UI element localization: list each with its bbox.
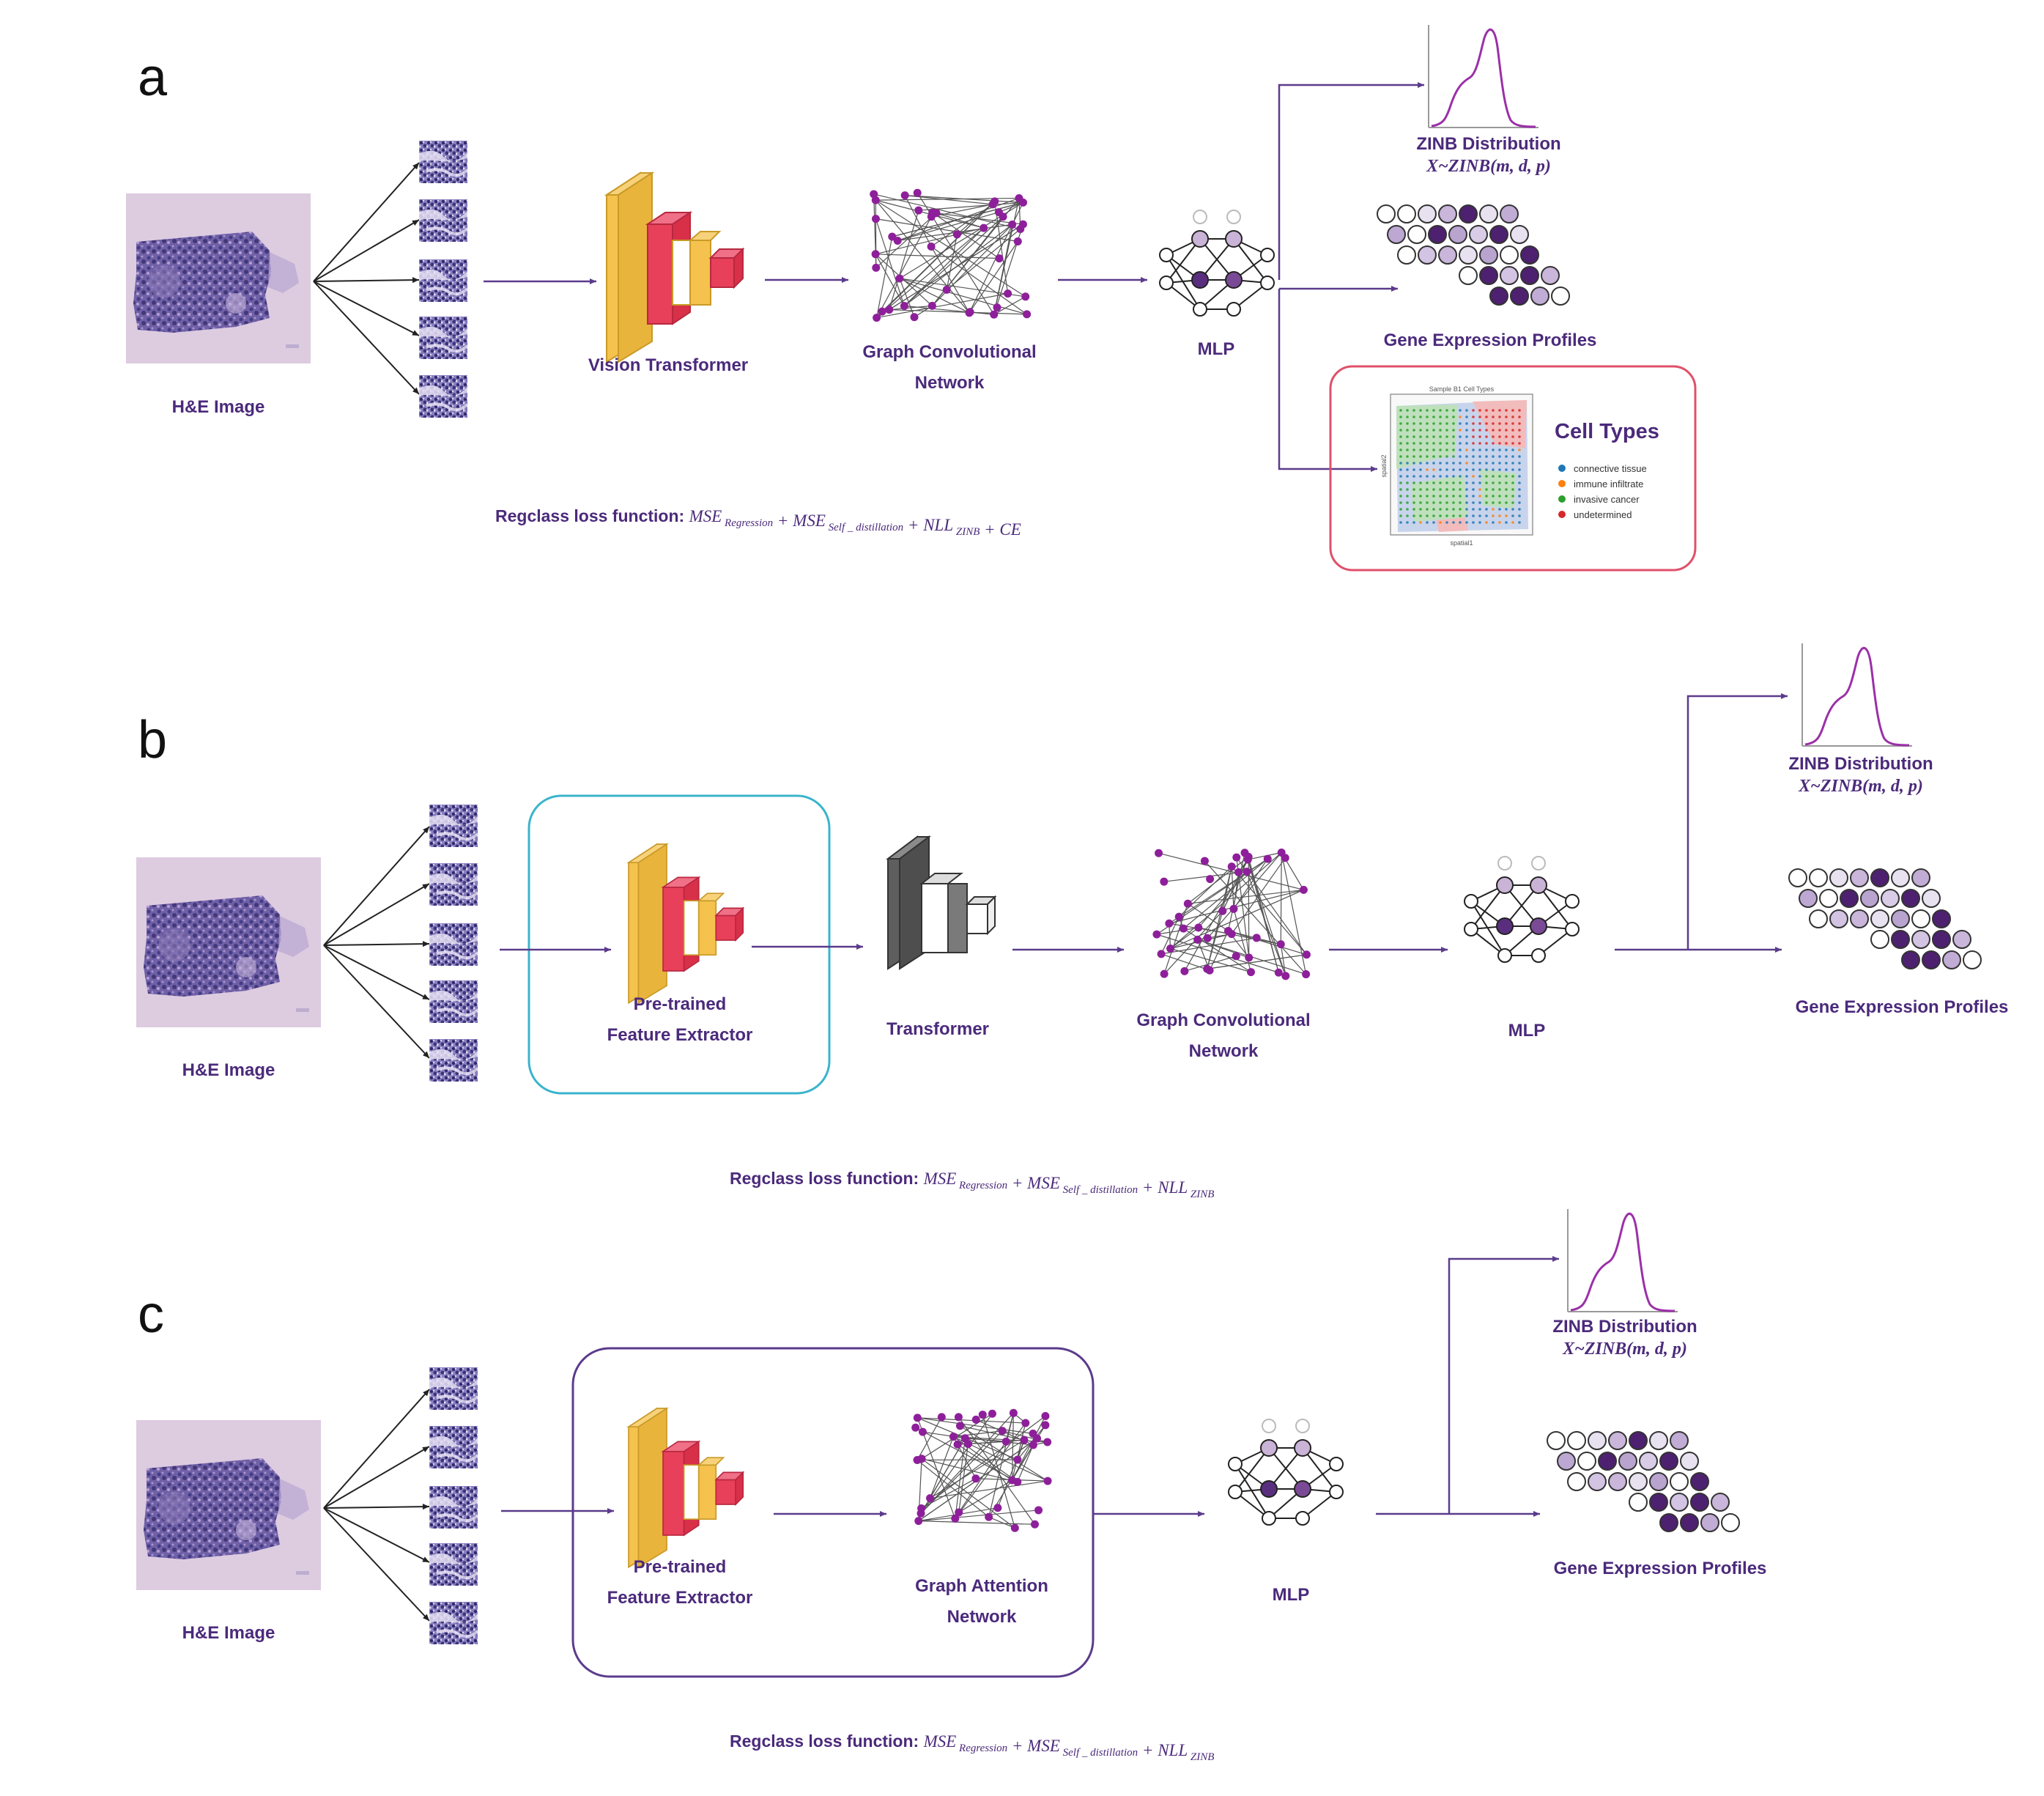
panel-a: a H&E Image Vision Transformer Graph Con… [126,23,1697,572]
cell-types-title: Cell Types [1555,420,1659,443]
zinb-title-b: ZINB Distribution [1788,754,1933,774]
panel-letter-b: b [138,711,167,769]
gcn-label-b-2: Network [1189,1041,1259,1061]
mlp-icon-b [1464,856,1580,963]
legend-label: connective tissue [1574,463,1647,474]
gene-grid-c [1547,1431,1740,1532]
feature-extractor-icon-b [628,843,744,1004]
panel-letter-a: a [138,48,168,107]
panel-b: b H&E Image Pre-trained Feature Extracto… [136,642,2009,1200]
vit-block-icon [606,172,744,363]
patches-b [428,803,479,1083]
he-label-b: H&E Image [182,1060,275,1080]
zinb-formula-b: X~ZINB(m, d, p) [1798,777,1923,796]
cell-types-box [1329,365,1697,572]
fe-label-b-1: Pre-trained [634,994,727,1014]
loss-function-c: Regclass loss function: MSE Regression +… [730,1732,1214,1763]
legend-item-undetermined: undetermined [1558,509,1632,520]
he-label-a: H&E Image [172,397,265,417]
gene-label-c: Gene Expression Profiles [1554,1559,1767,1578]
cell-types-map: Sample B1 Cell Types spatial1 spatial2 [1380,385,1533,547]
he-image-a [126,193,311,363]
cell-types-xlabel: spatial1 [1450,539,1473,547]
graph-nodes [870,188,1032,322]
gene-grid-a [1377,204,1570,306]
legend-item-immune: immune infiltrate [1558,478,1643,489]
graph-nodes [1152,849,1311,980]
patch-fan-b [323,826,430,1059]
transformer-icon-b [887,836,996,969]
he-label-c: H&E Image [182,1623,275,1643]
fe-label-c-1: Pre-trained [634,1557,727,1577]
vit-label: Vision Transformer [588,355,748,375]
output-branches-a [1278,82,1424,472]
panel-letter-c: c [138,1285,164,1344]
zinb-curve-b [1801,642,1914,747]
panel-c: c H&E Image Pre-trained Feature Extracto… [136,1208,1767,1763]
graph-edges [915,1412,1048,1529]
fe-label-c-2: Feature Extractor [607,1588,753,1608]
mlp-label-a: MLP [1198,339,1235,359]
gcn-label-b-1: Graph Convolutional [1136,1010,1310,1030]
gat-label-c-1: Graph Attention [915,1576,1048,1596]
legend-dot [1558,465,1566,472]
graph-edges [873,192,1027,319]
gene-label-b: Gene Expression Profiles [1796,997,2009,1017]
legend-item-invasive: invasive cancer [1558,494,1640,505]
cell-types-legend: connective tissue immune infiltrate inva… [1558,463,1647,520]
zinb-formula-a: X~ZINB(m, d, p) [1426,157,1551,176]
gcn-label-a-2: Network [915,373,985,393]
legend-dot [1558,480,1566,487]
he-image-c [136,1420,321,1590]
feature-extractor-icon-c [628,1408,744,1568]
mlp-label-c: MLP [1273,1585,1310,1605]
gene-grid-b [1788,868,1982,969]
mlp-icon-c [1228,1419,1344,1526]
fe-label-b-2: Feature Extractor [607,1025,753,1045]
patch-fan-a [313,162,420,395]
zinb-curve-c [1566,1208,1679,1313]
gene-label-a: Gene Expression Profiles [1384,330,1597,350]
legend-item-connective: connective tissue [1558,463,1647,474]
gat-label-c-2: Network [947,1607,1017,1627]
zinb-title-c: ZINB Distribution [1552,1317,1697,1337]
output-branches-c [1376,1256,1559,1517]
encoder-box-c [571,1347,1095,1678]
output-branches-b [1615,693,1788,953]
mlp-label-b: MLP [1508,1021,1546,1041]
loss-formula: Regclass loss function: MSE Regression +… [730,1169,1214,1200]
legend-dot [1558,495,1566,503]
patches-c [428,1366,479,1646]
feature-extractor-box-b [527,794,831,1095]
transformer-label-b: Transformer [886,1019,989,1039]
legend-label: immune infiltrate [1574,478,1643,489]
patches-a [418,139,469,419]
loss-function-b: Regclass loss function: MSE Regression +… [730,1169,1214,1200]
cell-types-plot-title: Sample B1 Cell Types [1429,385,1495,393]
mlp-icon-a [1159,210,1275,317]
cell-types-ylabel: spatial2 [1380,454,1388,477]
zinb-curve-a [1427,23,1540,129]
gcn-graph-b [1152,849,1311,980]
loss-function-a: Regclass loss function: MSE Regression +… [495,506,1021,539]
legend-dot [1558,511,1566,518]
gcn-label-a-1: Graph Convolutional [862,342,1036,362]
gat-graph-c [911,1408,1052,1532]
legend-label: undetermined [1574,509,1632,520]
loss-formula: Regclass loss function: MSE Regression +… [495,506,1021,539]
he-image-b [136,857,321,1027]
zinb-title-a: ZINB Distribution [1416,134,1560,154]
loss-formula: Regclass loss function: MSE Regression +… [730,1732,1214,1763]
legend-label: invasive cancer [1574,494,1640,505]
graph-edges [1156,851,1307,977]
zinb-formula-c: X~ZINB(m, d, p) [1562,1339,1687,1359]
gcn-graph-a [870,188,1032,322]
graph-nodes [911,1408,1052,1532]
patch-fan-c [323,1389,430,1622]
